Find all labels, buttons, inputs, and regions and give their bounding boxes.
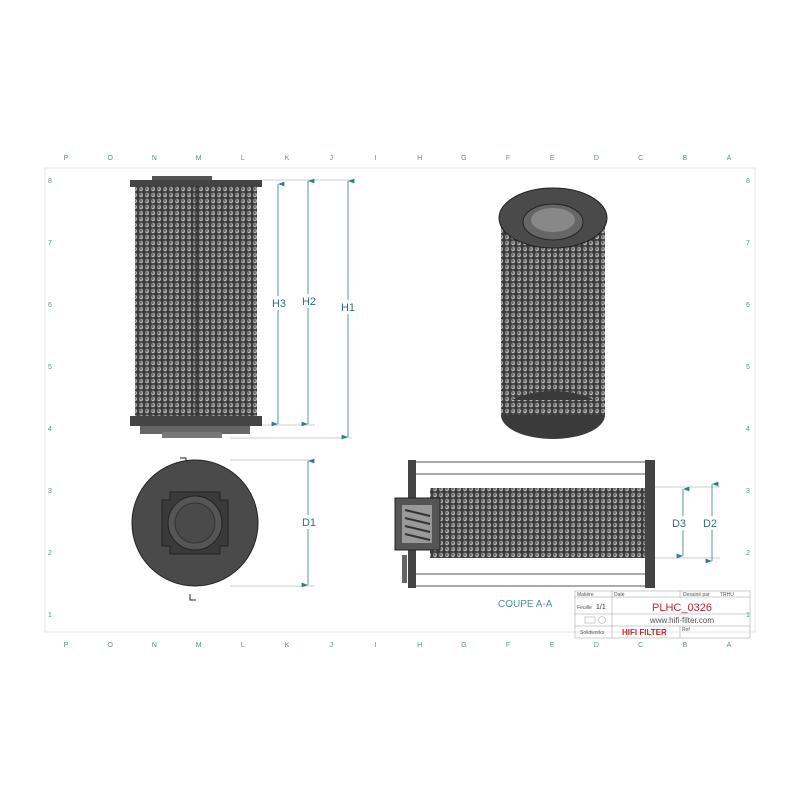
column-label: J [329, 155, 333, 162]
row-label: 4 [48, 426, 52, 433]
brand: HIFI FILTER [622, 628, 667, 637]
row-label: 2 [746, 550, 750, 557]
column-label: I [374, 642, 376, 649]
column-label: J [329, 642, 333, 649]
d2-label: D2 [703, 518, 717, 530]
row-label: 1 [746, 612, 750, 619]
column-label: F [506, 642, 510, 649]
column-label: G [461, 155, 466, 162]
column-label: A [727, 155, 732, 162]
column-label: M [196, 155, 202, 162]
d1-label: D1 [302, 517, 316, 529]
row-label: 8 [48, 178, 52, 185]
column-label: D [594, 642, 599, 649]
column-label: H [417, 642, 422, 649]
row-label: 8 [746, 178, 750, 185]
column-label: N [152, 642, 157, 649]
column-label: O [107, 642, 113, 649]
section-label: COUPE A-A [498, 599, 553, 610]
h3-label: H3 [272, 298, 286, 310]
drawn-by-label: Dessiné par [683, 592, 710, 598]
h2-label: H2 [302, 296, 316, 308]
column-label: H [417, 155, 422, 162]
h1-label: H1 [341, 302, 355, 314]
column-label: P [64, 155, 69, 162]
column-label: B [682, 642, 687, 649]
column-label: N [152, 155, 157, 162]
row-label: 3 [746, 488, 750, 495]
row-label: 6 [48, 302, 52, 309]
ref-label: Ref [682, 627, 690, 633]
row-label: 2 [48, 550, 52, 557]
front-view [130, 176, 262, 438]
section-view [394, 460, 655, 588]
row-label: 6 [746, 302, 750, 309]
sheet-label: Feuille [577, 605, 592, 611]
column-label: L [241, 642, 245, 649]
column-label: F [506, 155, 510, 162]
d3-label: D3 [672, 518, 686, 530]
sheet: 1/1 [596, 604, 606, 611]
row-label: 1 [48, 612, 52, 619]
column-label: L [241, 155, 245, 162]
part-number: PLHC_0326 [652, 602, 712, 614]
column-label: C [638, 642, 643, 649]
column-label: M [196, 642, 202, 649]
drawing-frame [44, 167, 756, 633]
column-label: B [682, 155, 687, 162]
matiere-label: Matière [577, 592, 594, 598]
row-label: 4 [746, 426, 750, 433]
bottom-view [131, 457, 259, 601]
column-label: O [107, 155, 113, 162]
row-labels-right: 8 7 6 5 4 3 2 1 [746, 178, 750, 619]
row-label: 5 [746, 364, 750, 371]
column-label: E [550, 155, 555, 162]
date-label: Date [614, 592, 625, 598]
column-label: I [374, 155, 376, 162]
solidworks-label: Solidworks [580, 630, 605, 636]
row-label: 7 [48, 240, 52, 247]
column-label: K [285, 155, 290, 162]
column-label: E [550, 642, 555, 649]
isometric-view [498, 187, 608, 439]
row-label: 5 [48, 364, 52, 371]
column-label: C [638, 155, 643, 162]
column-label: P [64, 642, 69, 649]
row-label: 3 [48, 488, 52, 495]
column-label: G [461, 642, 466, 649]
column-label: A [727, 642, 732, 649]
drawn-by: TRHU [720, 592, 734, 598]
row-labels-left: 8 7 6 5 4 3 2 1 [48, 178, 52, 619]
website: www.hifi-filter.com [649, 616, 714, 625]
column-label: K [285, 642, 290, 649]
projection-symbol-icon [584, 616, 606, 624]
column-label: D [594, 155, 599, 162]
row-label: 7 [746, 240, 750, 247]
title-block [574, 590, 751, 639]
